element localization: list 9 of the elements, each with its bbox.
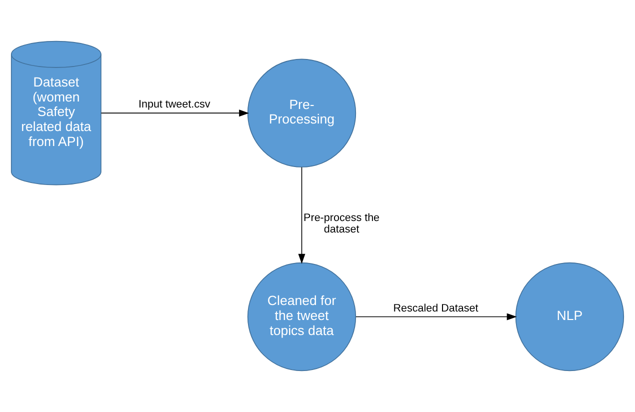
node-circle: NLP <box>515 262 624 372</box>
edge-label: Pre-process the dataset <box>304 212 380 236</box>
edge-label: Input tweet.csv <box>138 98 210 111</box>
arrow <box>298 166 306 264</box>
node-circle: Cleaned for the tweet topics data <box>247 262 356 372</box>
arrow <box>100 110 250 117</box>
arrow <box>356 313 517 320</box>
node-circle: Pre-Processing <box>247 58 356 168</box>
edge-label: Rescaled Dataset <box>393 302 478 314</box>
